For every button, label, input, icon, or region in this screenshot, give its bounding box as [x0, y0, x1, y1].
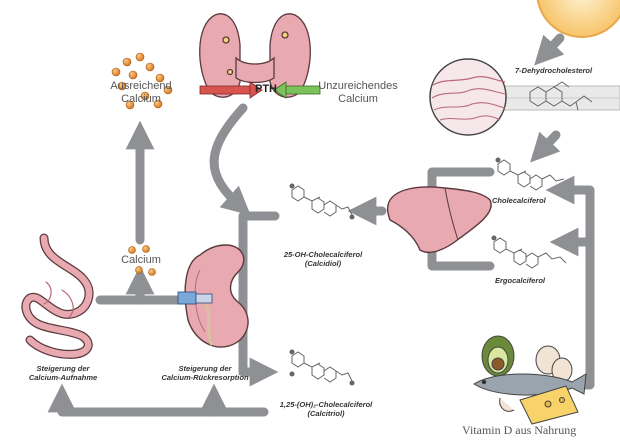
pth-green-arrowhead — [273, 81, 287, 99]
molecule-calcitriol — [289, 349, 355, 386]
arrow-sun-to-skin — [534, 33, 565, 66]
adequate-calcium-label: Ausreichend Calcium — [110, 80, 172, 105]
calcium-ball-icon — [142, 245, 150, 253]
calcium-ball-icon — [122, 57, 132, 67]
ergocalciferol-label: Ergocalciferol — [495, 276, 546, 285]
calcium-ball-icon — [148, 268, 156, 276]
calcium-balls-center — [128, 245, 156, 276]
calcium-ball-icon — [111, 67, 121, 77]
arrow-pth-to-kidney — [209, 103, 251, 216]
calcium-label: Calcium — [121, 254, 161, 266]
calcium-ball-icon — [140, 91, 150, 101]
skin-cross-section-icon — [429, 58, 620, 136]
molecule-calcidiol — [289, 183, 355, 220]
calcium-ball-icon — [125, 100, 135, 110]
calcium-ball-icon — [153, 99, 163, 109]
dehydrocholesterol-label: 7-Dehydrocholesterol — [515, 66, 593, 75]
calcium-ball-icon — [117, 81, 127, 91]
calcium-ball-icon — [128, 246, 136, 254]
pth-red-arrowhead — [249, 81, 263, 99]
pth-label: PTH — [255, 83, 277, 95]
molecule-cholecalciferol — [495, 157, 565, 191]
food-icon — [473, 335, 587, 425]
sun-icon — [536, 0, 620, 38]
diet-label: Vitamin D aus Nahrung — [462, 423, 577, 437]
intestine-effect-label: Steigerung der Calcium-Aufnahme — [28, 364, 98, 383]
calcium-ball-icon — [128, 70, 138, 80]
arrow-diet-up — [545, 175, 595, 390]
molecule-ergocalciferol — [491, 235, 567, 269]
calcium-ball-icon — [155, 73, 165, 83]
calcium-balls-adequate — [111, 52, 173, 110]
kidney-effect-label: Steigerung der Calcium-Rückresorption — [161, 364, 249, 383]
arrow-skin-to-cholecalciferol — [530, 130, 561, 163]
calcium-ball-icon — [135, 266, 143, 274]
kidney-icon — [177, 244, 249, 348]
cholecalciferol-label: Cholecalciferol — [492, 196, 546, 205]
insufficient-calcium-label: Unzureichendes Calcium — [318, 80, 398, 105]
pth-red-bar — [199, 85, 251, 95]
liver-icon — [386, 186, 492, 254]
calcidiol-label: 25-OH-Cholecalciferol (Calcidiol) — [283, 250, 363, 269]
intestine-icon — [21, 233, 94, 359]
calcium-ball-icon — [163, 85, 173, 95]
thyroid-gland-icon — [199, 13, 311, 98]
arrow-calcitriol-to-intestine — [47, 383, 269, 417]
molecule-7-dehydrocholesterol — [529, 81, 593, 111]
calcitriol-label: 1,25-(OH)₂-Cholecalciferol (Calcitriol) — [279, 400, 373, 419]
arrow-calcidiol-to-calcitriol — [238, 211, 280, 387]
calcium-ball-icon — [135, 52, 145, 62]
calcium-ball-icon — [145, 62, 155, 72]
